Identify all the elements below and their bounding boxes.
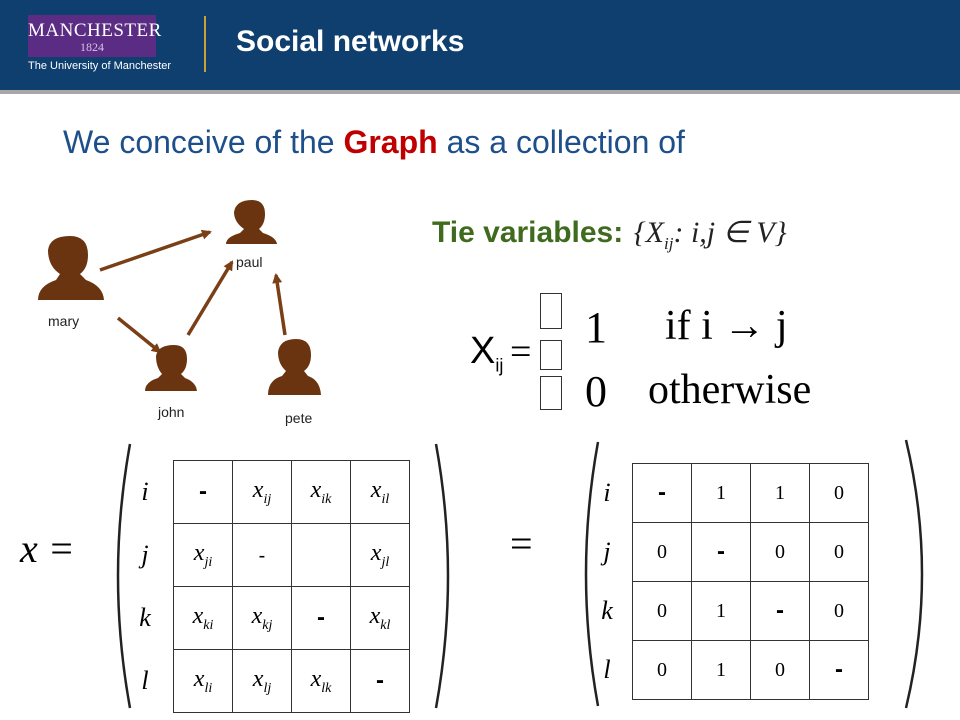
matrix-cell: - <box>232 523 292 587</box>
right-paren-numeric <box>904 439 924 709</box>
matrix-cell: 1 <box>691 640 751 700</box>
matrix-cell: xji <box>173 523 233 587</box>
headline-suffix: as a collection of <box>446 124 685 160</box>
row-label: k <box>139 603 151 632</box>
headline-prefix: We conceive of the <box>63 124 335 160</box>
matrix-cell: 0 <box>750 522 810 582</box>
matrix-cell: xjl <box>350 523 410 587</box>
matrix-cell: xkl <box>350 586 410 650</box>
tie-variables: Tie variables: {Xij: i,j ∈ V} <box>432 215 787 254</box>
case2-condition: otherwise <box>648 367 812 413</box>
matrix-cell: - <box>750 581 810 641</box>
case1-value: 1 <box>585 303 607 352</box>
row-label: j <box>603 537 611 566</box>
matrix-cell: - <box>809 640 869 700</box>
row-label: i <box>603 478 611 507</box>
matrix-cell: 1 <box>691 581 751 641</box>
row-label: l <box>603 655 611 684</box>
matrix-cell: xlj <box>232 649 292 713</box>
matrix-cell: xij <box>232 460 292 524</box>
matrix-lhs: x = <box>20 526 75 571</box>
logo-subtitle: The University of Manchester <box>28 60 172 72</box>
logo-year: 1824 <box>80 40 104 54</box>
row-label: l <box>141 666 149 695</box>
matrix-cell: xik <box>291 460 351 524</box>
brace-bottom <box>540 376 562 410</box>
case1-condition: if i → j <box>665 303 788 349</box>
row-label: k <box>601 596 613 625</box>
node-label-pete: pete <box>285 410 313 426</box>
edge-mary-paul <box>99 229 212 272</box>
header-bar: MANCHESTER 1824 The University of Manche… <box>0 0 960 90</box>
logo-name: MANCHESTER <box>28 20 162 41</box>
matrix-cell: - <box>691 522 751 582</box>
matrix-equals: = <box>510 521 533 566</box>
tie-variables-formula: {Xij: i,j ∈ V} <box>633 216 787 253</box>
matrix-cell: 1 <box>750 463 810 523</box>
node-label-john: john <box>158 404 185 420</box>
matrix-cell: xil <box>350 460 410 524</box>
right-paren-symbolic <box>434 443 450 709</box>
definition-lhs: Xij <box>470 330 504 376</box>
matrix-cell: 0 <box>809 581 869 641</box>
header-stripe <box>0 90 960 94</box>
header-divider <box>204 16 206 72</box>
tie-variables-label: Tie variables: <box>432 216 624 249</box>
matrix-cell: - <box>173 460 233 524</box>
matrix-cell: 1 <box>691 463 751 523</box>
row-label: j <box>141 540 149 569</box>
headline-highlight: Graph <box>343 124 438 160</box>
row-label: i <box>141 477 149 506</box>
matrix-cell: - <box>291 586 351 650</box>
node-label-mary: mary <box>48 313 80 329</box>
person-icon-paul <box>226 200 277 244</box>
matrix-cell: 0 <box>632 522 692 582</box>
node-label-paul: paul <box>236 254 263 270</box>
person-icon-mary <box>38 236 104 300</box>
matrix-cell: xkj <box>232 586 292 650</box>
matrix-cell: 0 <box>809 522 869 582</box>
slide-title: Social networks <box>236 25 465 58</box>
university-logo: MANCHESTER 1824 <box>28 15 162 57</box>
matrix-cell: xki <box>173 586 233 650</box>
edge-mary-john <box>116 316 162 354</box>
matrix-cell: 0 <box>809 463 869 523</box>
person-icon-john <box>145 345 197 391</box>
definition-equals: = <box>510 331 532 373</box>
left-paren-numeric <box>584 441 600 707</box>
matrix-cell: xlk <box>291 649 351 713</box>
matrix-cell: 0 <box>750 640 810 700</box>
headline: We conceive of the Graph as a collection… <box>63 124 685 161</box>
brace-top <box>540 293 562 329</box>
edge-john-paul <box>186 260 234 336</box>
edge-pete-paul <box>272 273 287 336</box>
matrix-cell: - <box>632 463 692 523</box>
matrix-cell <box>291 523 351 587</box>
matrix-cell: 0 <box>632 640 692 700</box>
case2-value: 0 <box>585 367 607 416</box>
matrix-cell: xli <box>173 649 233 713</box>
matrix-cell: - <box>350 649 410 713</box>
left-paren-symbolic <box>116 443 132 709</box>
matrix-cell: 0 <box>632 581 692 641</box>
person-icon-pete <box>268 339 321 395</box>
brace-middle <box>540 340 562 370</box>
